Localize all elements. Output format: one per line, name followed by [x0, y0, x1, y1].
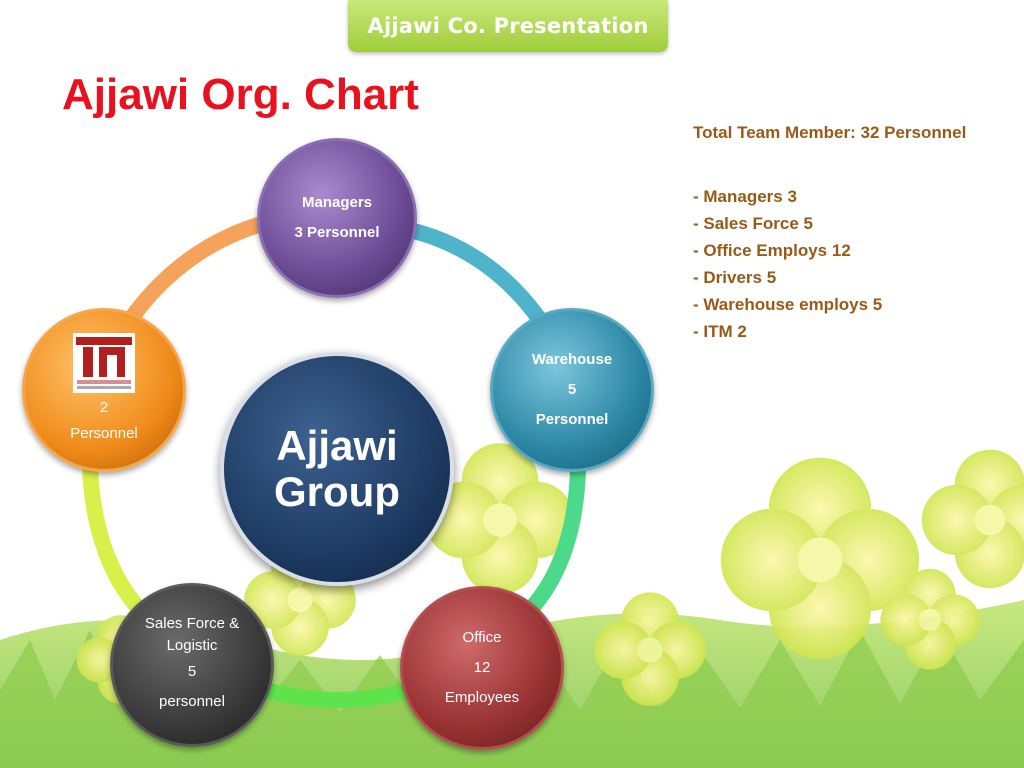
header-tab-label: Ajjawi Co. Presentation [367, 14, 649, 38]
list-item: - Managers 3 [693, 187, 797, 206]
itm-count: 2 [99, 399, 109, 416]
itm-logo-icon [73, 333, 135, 393]
managers-node: Managers 3 Personnel [257, 138, 417, 298]
sales-label: Sales Force & [144, 615, 240, 632]
ajjawi-group-center-node: Ajjawi Group [220, 352, 454, 586]
team-total-text: Total Team Member: 32 Personnel [693, 123, 967, 142]
office-node: Office 12 Employees [400, 586, 564, 750]
list-item: - Drivers 5 [693, 268, 777, 287]
warehouse-label: Warehouse [531, 351, 613, 368]
itm-unit: Personnel [70, 425, 138, 442]
sales-label-2: Logistic [166, 637, 218, 654]
center-line-2: Group [274, 468, 400, 515]
page-title: Ajjawi Org. Chart [62, 70, 419, 119]
team-breakdown-list: - Managers 3 - Sales Force 5 - Office Em… [693, 183, 882, 345]
office-unit: Employees [444, 689, 520, 706]
warehouse-unit: Personnel [535, 411, 609, 428]
office-label: Office [462, 629, 502, 646]
itm-logo [73, 333, 135, 393]
sales-unit: personnel [159, 693, 225, 710]
list-item: - ITM 2 [693, 322, 747, 341]
warehouse-count: 5 [567, 381, 577, 398]
managers-label: Managers [301, 194, 373, 211]
sales-count: 5 [187, 663, 197, 680]
list-item: - Office Employs 12 [693, 241, 851, 260]
sales-logistic-node: Sales Force & Logistic 5 personnel [110, 583, 274, 747]
managers-count: 3 Personnel [294, 224, 380, 241]
office-count: 12 [473, 659, 491, 676]
presentation-header-tab: Ajjawi Co. Presentation [348, 0, 668, 52]
list-item: - Sales Force 5 [693, 214, 814, 233]
warehouse-node: Warehouse 5 Personnel [490, 308, 654, 472]
itm-node: 2 Personnel [22, 308, 186, 472]
center-line-1: Ajjawi [276, 422, 398, 469]
list-item: - Warehouse employs 5 [693, 295, 883, 314]
